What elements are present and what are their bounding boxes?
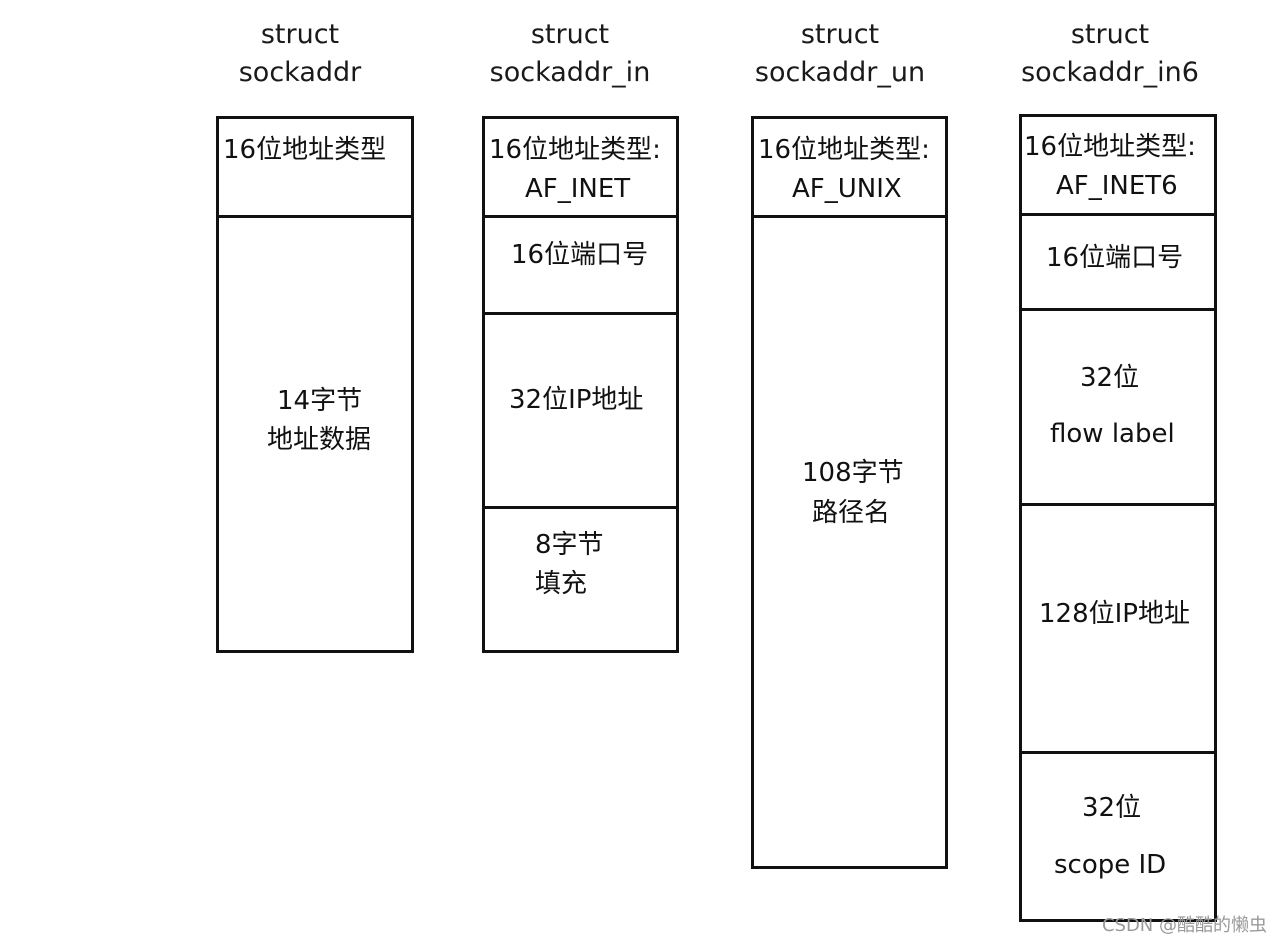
field-label: 16位地址类型: xyxy=(1024,132,1196,162)
field-flow-label: 32位 flow label xyxy=(1022,311,1214,506)
struct-sockaddr-in6-title: struct sockaddr_in6 xyxy=(1005,16,1215,92)
field-label: 填充 xyxy=(535,569,588,599)
field-ip-address: 32位IP地址 xyxy=(485,315,676,509)
field-label: 128位IP地址 xyxy=(1039,599,1190,629)
title-line-1: struct xyxy=(800,19,880,50)
struct-sockaddr-un-box: 16位地址类型: AF_UNIX 108字节 路径名 xyxy=(751,116,948,869)
field-label: 路径名 xyxy=(812,498,891,528)
field-label: 16位地址类型 xyxy=(223,135,387,165)
field-label: AF_UNIX xyxy=(792,174,902,204)
field-label: 16位端口号 xyxy=(1046,243,1184,273)
struct-sockaddr-box: 16位地址类型 14字节 地址数据 xyxy=(216,116,414,653)
struct-sockaddr-in-box: 16位地址类型: AF_INET 16位端口号 32位IP地址 8字节 填充 xyxy=(482,116,679,653)
struct-sockaddr-title: struct sockaddr xyxy=(220,16,380,92)
field-port: 16位端口号 xyxy=(1022,216,1214,311)
field-label: 地址数据 xyxy=(267,425,372,455)
field-label: 14字节 xyxy=(277,386,363,416)
field-label: 32位 xyxy=(1080,363,1140,393)
field-label: flow label xyxy=(1050,419,1175,449)
field-address-family: 16位地址类型: AF_UNIX xyxy=(754,119,945,218)
title-line-1: struct xyxy=(530,19,610,50)
watermark: CSDN @酷酷的懒虫 xyxy=(1101,915,1267,936)
field-label: 108字节 xyxy=(802,458,904,488)
field-label: 16位端口号 xyxy=(511,240,649,270)
field-path-name: 108字节 路径名 xyxy=(754,218,945,866)
field-address-family: 16位地址类型: AF_INET xyxy=(485,119,676,218)
title-line-1: struct xyxy=(260,19,340,50)
title-line-2: sockaddr_in6 xyxy=(1021,57,1199,88)
field-label: 32位IP地址 xyxy=(509,385,644,415)
field-port: 16位端口号 xyxy=(485,218,676,315)
struct-sockaddr-in-title: struct sockaddr_in xyxy=(470,16,670,92)
field-scope-id: 32位 scope ID xyxy=(1022,754,1214,919)
field-address-data: 14字节 地址数据 xyxy=(219,218,411,650)
field-ip-address: 128位IP地址 xyxy=(1022,506,1214,754)
field-label: 32位 xyxy=(1082,793,1142,823)
field-label: 16位地址类型: xyxy=(758,135,930,165)
field-label: 16位地址类型: xyxy=(489,135,661,165)
field-address-family: 16位地址类型: AF_INET6 xyxy=(1022,117,1214,216)
title-line-2: sockaddr xyxy=(238,57,362,88)
title-line-2: sockaddr_in xyxy=(489,57,651,88)
field-label: scope ID xyxy=(1054,850,1167,880)
field-label: AF_INET xyxy=(525,174,631,204)
title-line-1: struct xyxy=(1070,19,1150,50)
field-address-family: 16位地址类型 xyxy=(219,119,411,218)
struct-sockaddr-un-title: struct sockaddr_un xyxy=(740,16,940,92)
title-line-2: sockaddr_un xyxy=(754,57,926,88)
field-label: AF_INET6 xyxy=(1056,171,1178,201)
struct-sockaddr-in6-box: 16位地址类型: AF_INET6 16位端口号 32位 flow label … xyxy=(1019,114,1217,922)
field-padding: 8字节 填充 xyxy=(485,509,676,650)
field-label: 8字节 xyxy=(535,530,604,560)
